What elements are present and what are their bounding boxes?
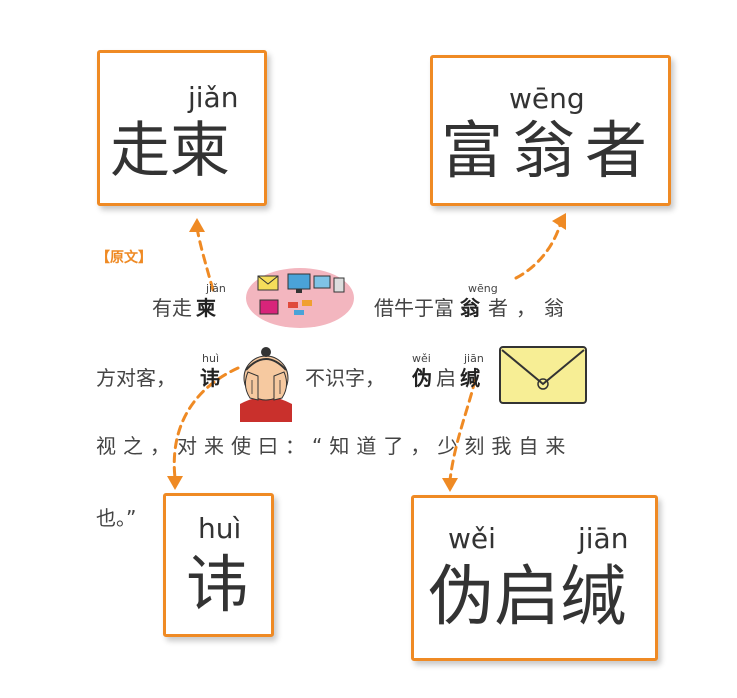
card-weijian: wěi jiān 伪启缄 [411,495,658,661]
arrow-to-weijian [448,378,477,482]
envelope-icon [499,346,587,404]
pinyin-jian2-inline: jiān [464,352,484,365]
text-line-2b: 讳 [200,366,220,390]
text-line-3: 视之，对来使曰：“知道了，少刻我自来 [96,434,573,458]
pinyin-weng-inline: wēng [468,282,498,295]
text-line-2e: 启 [436,366,456,390]
text-line-2c: 不识字， [305,366,385,390]
items-illustration-icon [246,268,354,328]
arrow-to-weng [514,223,562,280]
card-jian: jiǎn 走柬 [97,50,267,206]
arrowhead-weijian [442,478,458,492]
text-line-4: 也。” [96,506,137,530]
arrow-to-hui [172,366,240,480]
card-weijian-chars: 伪启缄 [428,558,626,635]
arrow-to-jian [195,226,215,292]
arrowhead-weng [552,213,566,230]
card-weijian-pinyin-2: jiān [578,522,629,555]
text-line-2f: 缄 [460,366,480,390]
card-jian-pinyin: jiǎn [188,81,239,114]
pinyin-wei-inline: wěi [412,352,431,365]
card-hui-chars: 讳 [186,548,249,621]
yuanwen-label: 【原文】 [96,250,152,266]
arrowhead-jian [189,218,205,232]
card-weng: wēng 富翁者 [430,55,671,206]
text-line-1e: 者，翁 [488,296,572,320]
arrowhead-hui [167,476,183,490]
card-hui: huì 讳 [163,493,274,637]
pinyin-jian-inline: jiǎn [206,282,226,295]
card-weijian-pinyin-1: wěi [448,522,496,555]
text-line-1a: 有走 [152,296,192,320]
card-weng-chars: 富翁者 [441,114,658,187]
boy-covering-face-icon [240,347,292,422]
text-line-2d: 伪 [412,366,432,390]
text-line-1c: 借牛于富 [374,296,454,320]
card-hui-pinyin: huì [198,512,242,545]
pinyin-hui-inline: huì [202,352,219,365]
text-line-1d: 翁 [460,296,480,320]
text-line-1b: 柬 [196,296,216,320]
card-jian-chars: 走柬 [110,116,230,186]
card-weng-pinyin: wēng [509,82,585,115]
text-line-2a: 方对客， [96,366,176,390]
